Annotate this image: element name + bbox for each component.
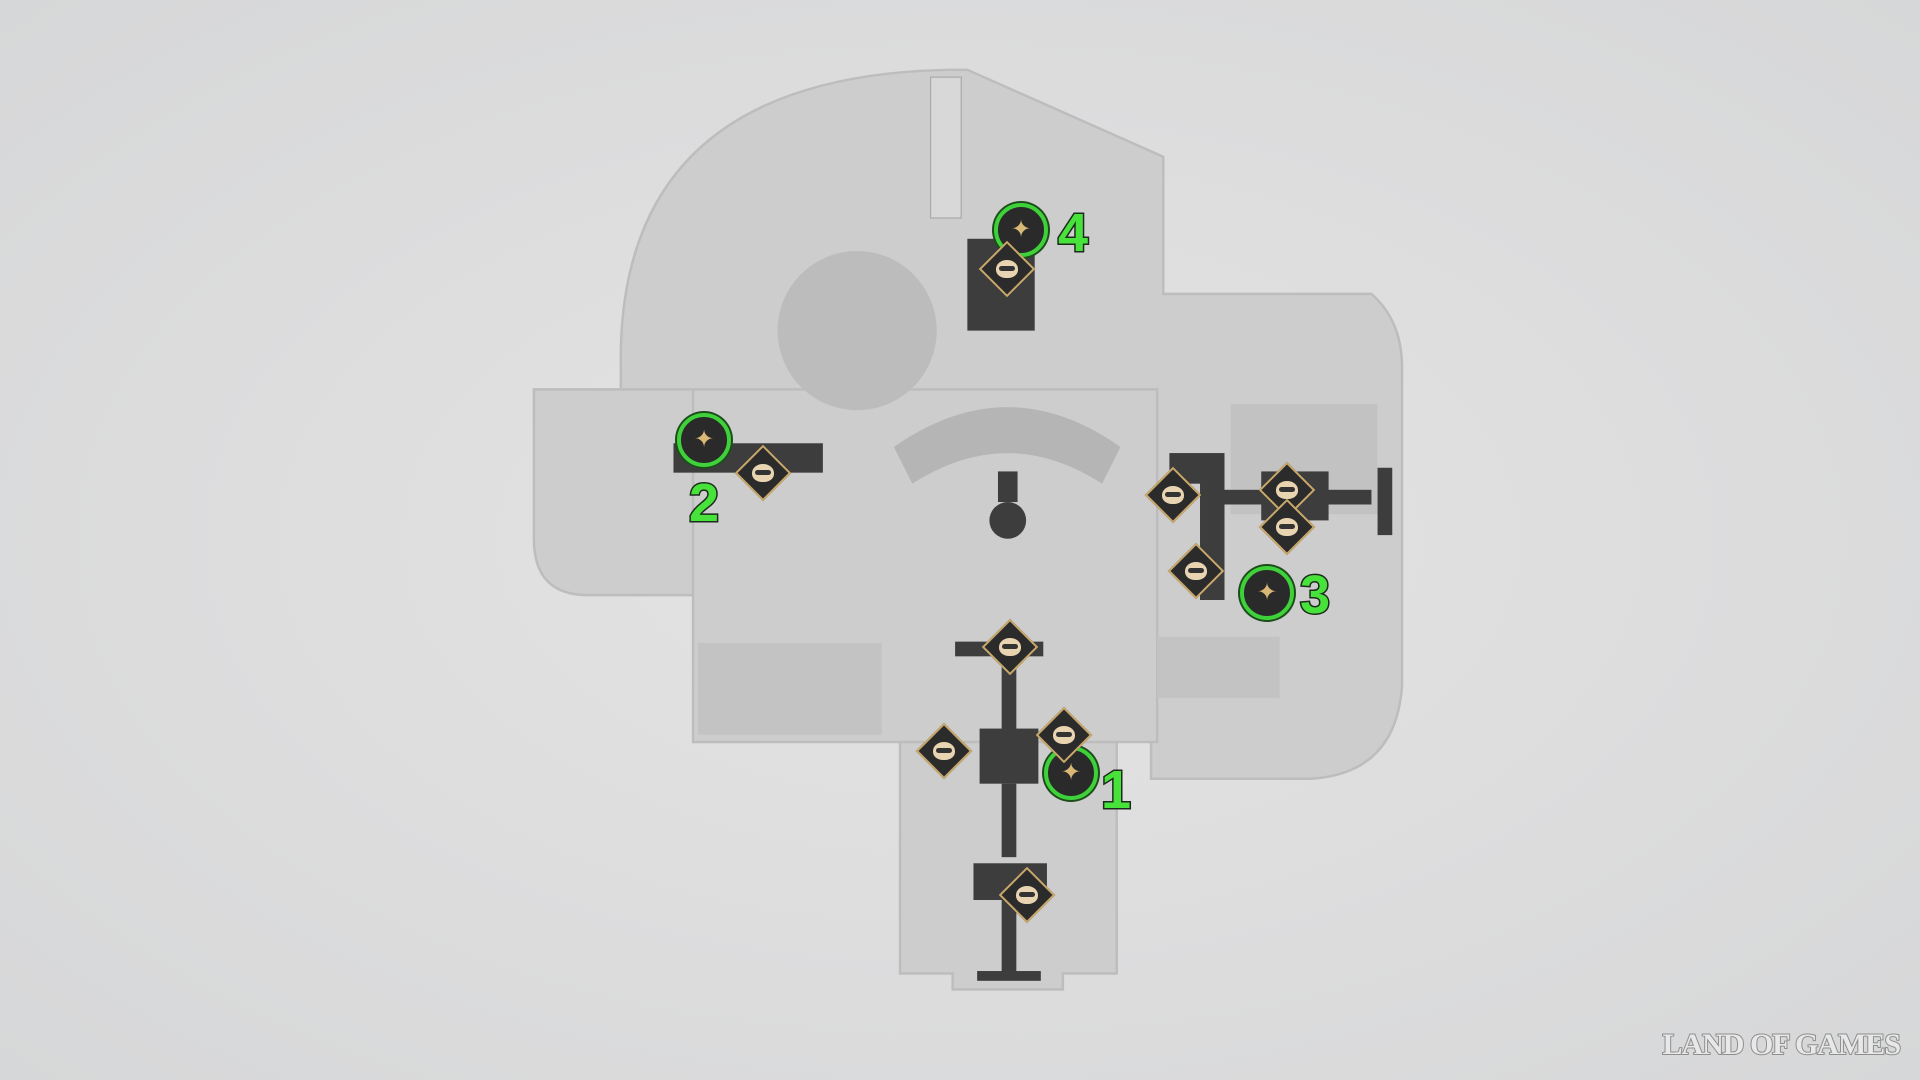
raccoon-icon — [1276, 481, 1298, 499]
north-rotunda — [619, 68, 1404, 781]
puzzle-piece-icon: ✦ — [1010, 216, 1032, 243]
raccoon-icon — [933, 742, 955, 760]
marker-number-1: 1 — [1099, 759, 1132, 822]
map-details — [697, 76, 1378, 735]
puzzle-piece-icon: ✦ — [693, 426, 715, 453]
puzzle-piece-icon: ✦ — [1060, 759, 1082, 786]
puzzle-marker-2[interactable]: ✦ — [677, 413, 731, 467]
raccoon-icon — [1276, 518, 1298, 536]
raccoon-icon — [1162, 486, 1184, 504]
raccoon-icon — [752, 464, 774, 482]
marker-number-4: 4 — [1056, 202, 1089, 265]
raccoon-icon — [996, 260, 1018, 278]
marker-number-2: 2 — [687, 472, 720, 535]
watermark-logo: LAND OF GAMES — [1661, 1027, 1902, 1062]
raccoon-icon — [1053, 726, 1075, 744]
marker-number-3: 3 — [1298, 564, 1331, 627]
raccoon-icon — [1185, 562, 1207, 580]
raccoon-icon — [1016, 886, 1038, 904]
puzzle-piece-icon: ✦ — [1256, 579, 1278, 606]
puzzle-marker-3[interactable]: ✦ — [1240, 566, 1294, 620]
raccoon-icon — [999, 638, 1021, 656]
west-wing — [532, 388, 700, 597]
